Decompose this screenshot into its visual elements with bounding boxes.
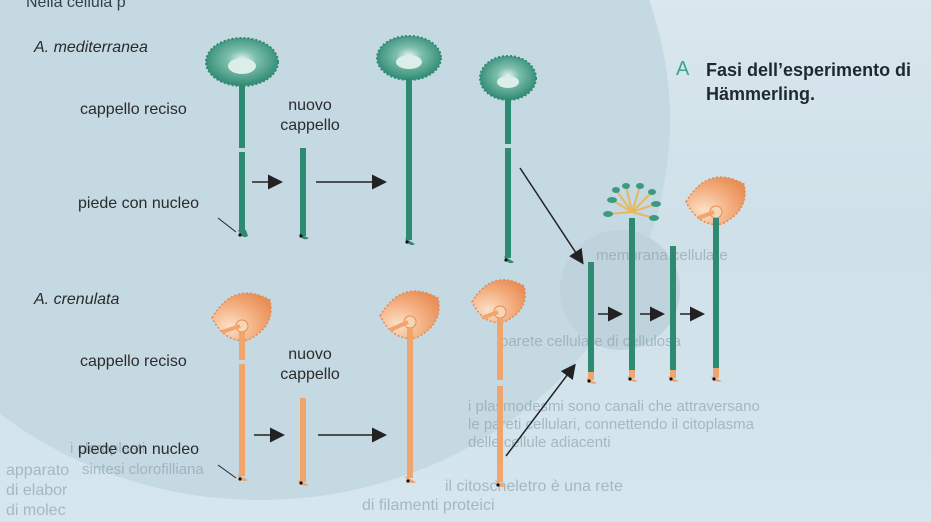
bottom-new-cap-line1: nuovo [272,345,348,365]
top-foot-label: piede con nucleo [78,194,199,214]
graft-final-orange-cap-cell [686,177,745,382]
species-mediterranea: A. mediterranea [34,38,148,58]
green-regrowing-stalk [299,148,309,239]
orange-full-cell [212,293,271,481]
bottom-foot-label: piede con nucleo [78,440,199,460]
green-donor-cell [480,56,536,263]
top-new-cap-line1: nuovo [272,96,348,116]
graft-recut-stalk [668,246,679,382]
panel-title-line2: Hämmerling. [706,82,911,106]
orange-regrowing-stalk [298,398,309,486]
arrow-green-to-graft [520,168,582,262]
panel-letter: A [676,58,689,81]
graft-intermediate-cap-cell [603,183,661,382]
graft-stalk-1 [586,262,597,384]
arrow-orange-to-graft [506,366,574,456]
species-crenulata: A. crenulata [34,290,119,310]
foot-leader-bottom [218,465,236,478]
green-full-cell [206,38,278,237]
orange-regenerated-cell [380,291,439,483]
panel-title-line1: Fasi dell’esperimento di [706,58,911,82]
green-regenerated-cell [377,36,441,245]
orange-donor-cell [472,280,525,487]
top-new-cap-line2: cappello [272,116,348,136]
bottom-new-cap-line2: cappello [272,365,348,385]
bottom-new-cap-label: nuovo cappello [272,345,348,385]
top-cut-cap-label: cappello reciso [80,100,187,120]
foot-leader-top [218,218,236,232]
top-new-cap-label: nuovo cappello [272,96,348,136]
bottom-cut-cap-label: cappello reciso [80,352,187,372]
panel-title: Fasi dell’esperimento di Hämmerling. [706,58,911,106]
